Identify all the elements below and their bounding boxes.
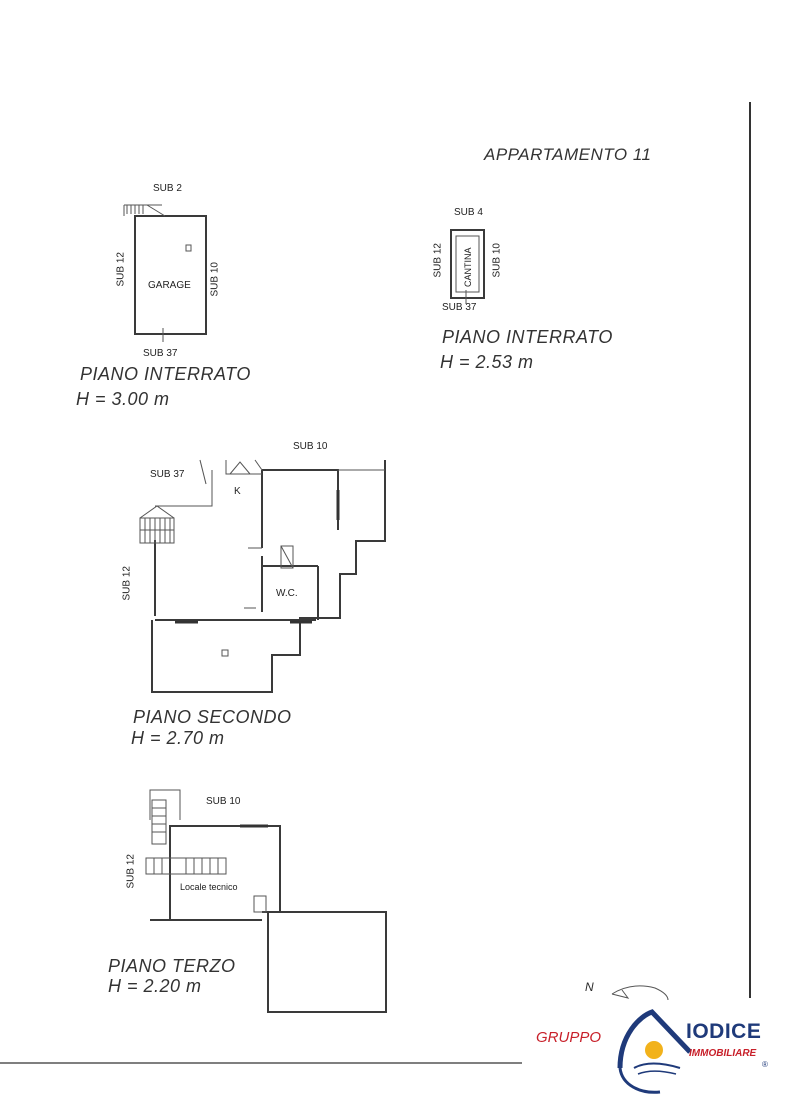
secondo-sub-top: SUB 10: [293, 441, 328, 452]
north-label: N: [585, 980, 594, 994]
cantina-sub-left: SUB 12: [432, 243, 444, 278]
garage-sub-right: SUB 10: [209, 262, 221, 297]
cantina-level: PIANO INTERRATO: [442, 327, 613, 347]
page-title: APPARTAMENTO 11: [484, 145, 652, 164]
secondo-room-k: K: [234, 486, 241, 497]
cantina-sub-bottom: SUB 37: [442, 302, 477, 313]
north-arrow: [611, 985, 669, 1001]
secondo-sub-37: SUB 37: [150, 469, 185, 480]
cantina-room-label: CANTINA: [463, 247, 473, 287]
secondo-level: PIANO SECONDO: [133, 707, 292, 727]
garage-sub-bottom: SUB 37: [143, 348, 178, 359]
logo-iodice: IODICE: [686, 1020, 762, 1043]
secondo-sub-left: SUB 12: [121, 566, 133, 601]
terzo-sub-top: SUB 10: [206, 796, 241, 807]
cantina-sub-top: SUB 4: [454, 207, 483, 218]
garage-height: H = 3.00 m: [76, 389, 170, 409]
cantina-plan: [450, 229, 485, 304]
secondo-plan: [139, 459, 386, 693]
secondo-room-wc: W.C.: [276, 588, 298, 599]
secondo-height: H = 2.70 m: [131, 728, 225, 748]
cantina-height: H = 2.53 m: [440, 352, 534, 372]
garage-level: PIANO INTERRATO: [80, 364, 251, 384]
terzo-height: H = 2.20 m: [108, 976, 202, 996]
terzo-plan: [145, 789, 387, 1013]
garage-plan: [123, 204, 207, 342]
logo-gruppo: GRUPPO: [536, 1029, 602, 1046]
terzo-level: PIANO TERZO: [108, 956, 236, 976]
terzo-room-label: Locale tecnico: [180, 882, 238, 892]
logo-registered: ®: [762, 1060, 768, 1069]
cantina-sub-right: SUB 10: [491, 243, 503, 278]
garage-room-label: GARAGE: [148, 280, 191, 291]
logo-immobiliare: IMMOBILIARE: [689, 1048, 757, 1059]
terzo-sub-left: SUB 12: [125, 854, 137, 889]
garage-sub-left: SUB 12: [115, 252, 127, 287]
garage-sub-top: SUB 2: [153, 183, 182, 194]
logo-emblem: [617, 1009, 692, 1094]
